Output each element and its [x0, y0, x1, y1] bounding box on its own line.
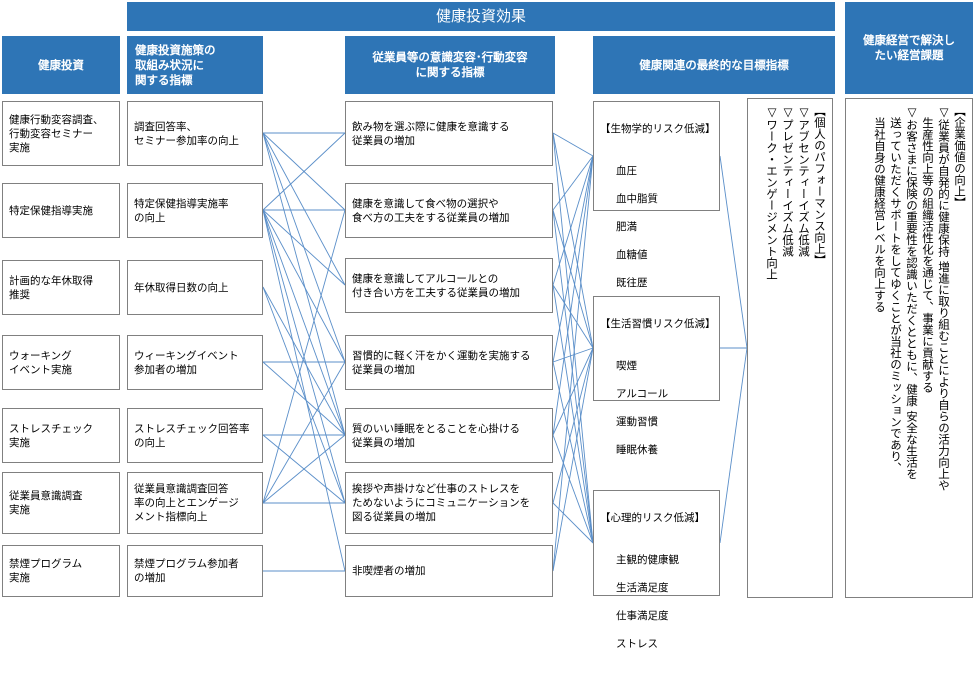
connector-line — [262, 209, 346, 286]
risk-title: 【生活習慣リスク低減】 — [600, 318, 716, 330]
connector-line — [552, 132, 594, 349]
measure-box: 従業員意識調査回答 率の向上とエンゲージ メント指標向上 — [127, 472, 263, 534]
risk-item: 喫煙 — [616, 360, 637, 372]
risk-title: 【生物学的リスク低減】 — [600, 123, 716, 135]
connector-line — [552, 347, 594, 363]
investment-box: ウォーキング イベント実施 — [2, 335, 120, 390]
header-management-issues: 健康経営で解決し たい経営課題 — [845, 2, 973, 94]
connector-line — [262, 209, 346, 363]
investment-box: 従業員意識調査 実施 — [2, 472, 120, 534]
connector-line — [262, 209, 346, 504]
risk-item: 血圧 — [616, 165, 637, 177]
connector-line — [552, 209, 594, 349]
performance-item: ▽アブセンティーイズム低減 — [797, 105, 811, 257]
measure-box: ウィーキングイベント 参加者の増加 — [127, 335, 263, 390]
header-health-investment: 健康投資 — [2, 36, 120, 94]
risk-item: 血中脂質 — [616, 193, 658, 205]
connector-line — [552, 155, 594, 363]
performance-box: 【個人のパフォーマンス向上】 ▽アブセンティーイズム低減 ▽プレゼンティーイズム… — [747, 98, 833, 598]
measure-box: 年休取得日数の向上 — [127, 260, 263, 315]
connector-line — [262, 286, 346, 436]
measure-box: 調査回答率、 セミナー参加率の向上 — [127, 101, 263, 166]
measure-box: ストレスチェック回答率 の向上 — [127, 408, 263, 463]
connector-line — [552, 347, 594, 504]
risk-title: 【心理的リスク低減】 — [600, 512, 705, 524]
connector-line — [262, 361, 346, 436]
risk-item: 肥満 — [616, 221, 637, 233]
connector-line — [262, 361, 346, 504]
connector-line — [552, 155, 594, 436]
risk-item: アルコール — [616, 388, 669, 400]
connector-lines — [262, 132, 748, 572]
behavior-box: 健康を意識して食べ物の選択や 食べ方の工夫をする従業員の増加 — [345, 183, 553, 238]
risk-item: 運動習慣 — [616, 416, 658, 428]
goal-line: 送っていただくサポートをしてゆくことが当社のミッションであり、 — [889, 117, 903, 474]
investment-box: 計画的な年休取得 推奨 — [2, 260, 120, 315]
investment-box: 特定保健指導実施 — [2, 183, 120, 238]
connector-line — [262, 209, 346, 572]
connector-line — [552, 502, 594, 544]
connector-line — [262, 286, 346, 504]
behavior-box: 飲み物を選ぶ際に健康を意識する 従業員の増加 — [345, 101, 553, 166]
connector-line — [719, 347, 748, 544]
behavior-box: 非喫煙者の増加 — [345, 545, 553, 597]
behavior-box: 質のいい睡眠をとることを心掛ける 従業員の増加 — [345, 408, 553, 463]
investment-box: 健康行動変容調査、 行動変容セミナー 実施 — [2, 101, 120, 166]
connector-line — [552, 132, 594, 157]
management-goals-box: 【企業価値の向上】 ▽従業員が自発的に健康保持 増進に取り組むことにより自らの活… — [845, 98, 973, 598]
connector-line — [552, 155, 594, 211]
risk-box-psychological: 【心理的リスク低減】 主観的健康観 生活満足度 仕事満足度 ストレス — [593, 490, 720, 650]
connector-line — [552, 209, 594, 544]
risk-item: 既往歴 — [616, 277, 648, 289]
header-health-investment-effect: 健康投資効果 — [127, 2, 835, 31]
risk-item: ストレス — [616, 638, 658, 650]
behavior-box: 習慣的に軽く汗をかく運動を実施する 従業員の増加 — [345, 335, 553, 390]
header-behavior: 従業員等の意識変容･行動変容 に関する指標 — [345, 36, 555, 94]
goal-line: 生産性向上等の組織活性化を通じて、事業に貢献する — [921, 117, 935, 393]
connector-line — [552, 284, 594, 349]
risk-item: 仕事満足度 — [616, 610, 669, 622]
goal-line: ▽お客さまに保険の重要性を認識いただくとともに、健康 安全な生活を — [905, 105, 919, 480]
connector-line — [552, 155, 594, 572]
connector-line — [552, 155, 594, 286]
performance-item: ▽ワーク・エンゲージメント向上 — [765, 105, 779, 280]
connector-line — [552, 347, 594, 572]
connector-line — [552, 347, 594, 436]
connector-line — [552, 434, 594, 544]
goal-line: 当社自身の健康経営レベルを向上する — [873, 117, 887, 313]
risk-item: 睡眠休養 — [616, 444, 658, 456]
header-final-target: 健康関連の最終的な目標指標 — [593, 36, 835, 94]
performance-title: 【個人のパフォーマンス向上】 — [813, 105, 827, 266]
risk-item: 主観的健康観 — [616, 554, 679, 566]
investment-box: ストレスチェック 実施 — [2, 408, 120, 463]
connector-line — [262, 132, 346, 211]
goal-line: ▽従業員が自発的に健康保持 増進に取り組むことにより自らの活力向上や — [937, 105, 951, 491]
risk-item: 生活満足度 — [616, 582, 669, 594]
connector-line — [262, 434, 346, 504]
risk-box-biological: 【生物学的リスク低減】 血圧 血中脂質 肥満 血糖値 既往歴 — [593, 101, 720, 289]
risk-box-lifestyle: 【生活習慣リスク低減】 喫煙 アルコール 運動習慣 睡眠休養 — [593, 296, 720, 456]
measure-box: 禁煙プログラム参加者 の増加 — [127, 545, 263, 597]
risk-item: 血糖値 — [616, 249, 648, 261]
connector-line — [262, 209, 346, 436]
header-measures: 健康投資施策の 取組み状況に 関する指標 — [127, 36, 263, 94]
behavior-box: 挨拶や声掛けなど仕事のストレスを ためないようにコミュニケーションを 図る従業員… — [345, 472, 553, 534]
connector-line — [552, 361, 594, 544]
behavior-box: 健康を意識してアルコールとの 付き合い方を工夫する従業員の増加 — [345, 258, 553, 313]
connector-line — [719, 155, 748, 349]
goal-title: 【企業価値の向上】 — [953, 105, 967, 209]
performance-item: ▽プレゼンティーイズム低減 — [781, 105, 795, 257]
investment-box: 禁煙プログラム 実施 — [2, 545, 120, 597]
measure-box: 特定保健指導実施率 の向上 — [127, 183, 263, 238]
